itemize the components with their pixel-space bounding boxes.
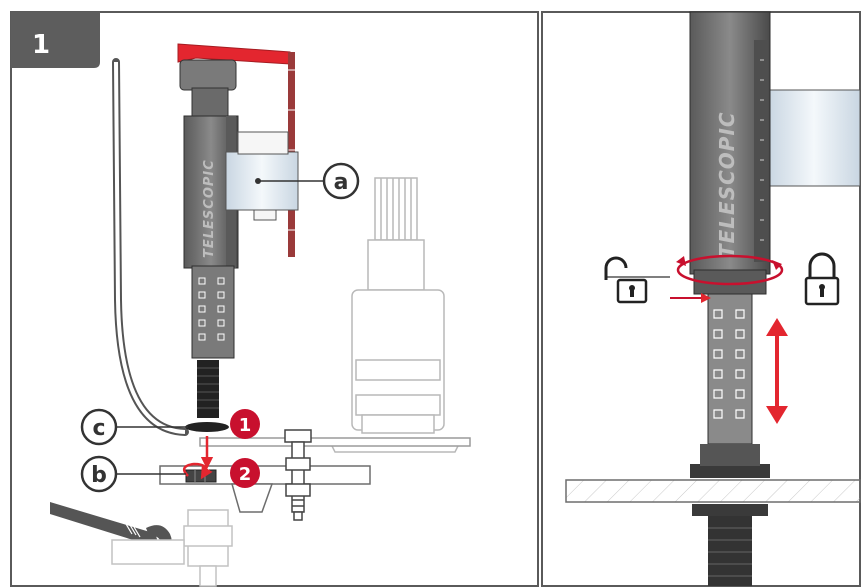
- step-number: 1: [32, 30, 50, 60]
- rotate-arrow-icon: [676, 254, 784, 286]
- washer-part: [185, 422, 229, 432]
- sequence-1-label: 1: [239, 415, 252, 436]
- sequence-badge-1: 1: [230, 409, 260, 439]
- cistern-bolt: [284, 429, 312, 521]
- callout-b: b: [80, 455, 118, 493]
- tighten-arrow: [182, 462, 213, 480]
- flush-valve-outline: [328, 177, 462, 453]
- double-arrow-vertical-icon: [766, 318, 788, 424]
- cistern-floor-section: [565, 479, 861, 503]
- red-lever: [177, 43, 291, 65]
- sequence-2-label: 2: [239, 464, 252, 485]
- callout-b-label: b: [91, 463, 107, 488]
- callout-c: c: [80, 408, 118, 446]
- callout-a-label: a: [334, 170, 349, 195]
- callout-c-label: c: [92, 416, 105, 441]
- body-brand-label-left: TELESCOPIC: [202, 159, 217, 258]
- pipe-fitting: [111, 509, 233, 587]
- threaded-shank: [197, 360, 219, 418]
- left-panel: TELESCOPIC: [50, 43, 471, 587]
- step-badge: 1: [11, 12, 100, 68]
- sequence-badge-2: 2: [230, 458, 260, 488]
- body-brand-label-right: TELESCOPIC: [715, 111, 739, 258]
- padlock-closed-icon: [804, 252, 840, 306]
- callout-a: a: [322, 162, 360, 200]
- fill-valve: TELESCOPIC: [177, 43, 299, 418]
- nut-part: [185, 469, 217, 483]
- left-panel-frame: [10, 11, 539, 587]
- right-panel: TELESCOPIC: [565, 11, 861, 586]
- padlock-open-icon: [604, 256, 648, 304]
